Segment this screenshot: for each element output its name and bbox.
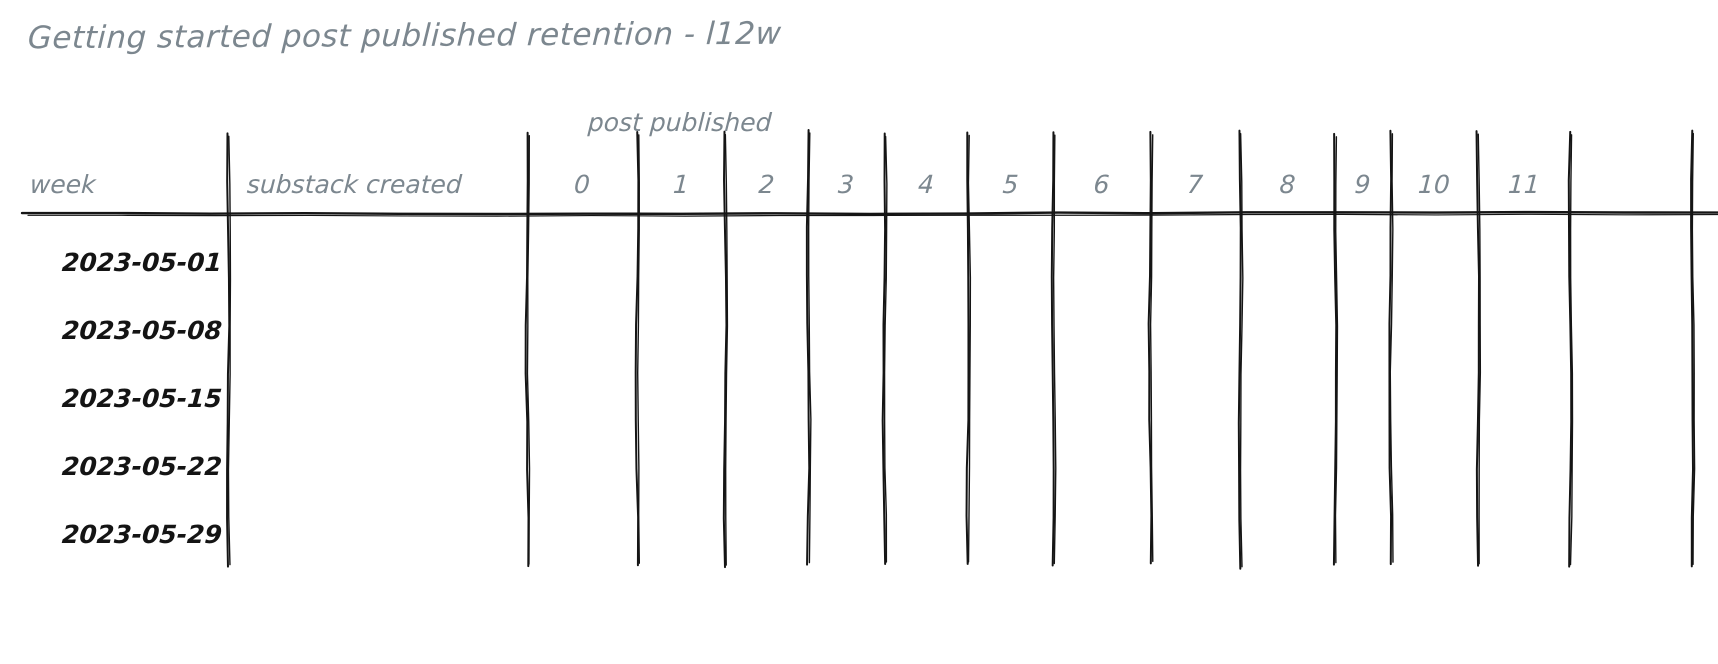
column-header-4: 4 <box>917 170 935 199</box>
column-header-substack-created: substack created <box>246 170 463 199</box>
column-header-6: 6 <box>1092 170 1111 199</box>
column-header-11: 11 <box>1507 170 1541 199</box>
column-header-2: 2 <box>757 170 776 199</box>
column-header-8: 8 <box>1278 170 1297 199</box>
column-header-0: 0 <box>573 170 591 199</box>
row-label: 2023-05-22 <box>61 452 224 481</box>
column-header-1: 1 <box>672 170 690 199</box>
column-header-3: 3 <box>837 170 855 199</box>
row-label: 2023-05-01 <box>61 248 224 277</box>
column-header-10: 10 <box>1417 170 1451 199</box>
column-header-7: 7 <box>1186 170 1204 199</box>
row-label: 2023-05-29 <box>61 520 224 549</box>
row-label: 2023-05-08 <box>61 316 224 345</box>
page-title: Getting started post published retention… <box>27 15 783 57</box>
column-group-header-post-published: post published <box>587 108 773 137</box>
column-header-5: 5 <box>1001 170 1020 199</box>
column-header-9: 9 <box>1353 170 1372 199</box>
column-header-week: week <box>29 170 97 199</box>
row-label: 2023-05-15 <box>61 384 224 413</box>
